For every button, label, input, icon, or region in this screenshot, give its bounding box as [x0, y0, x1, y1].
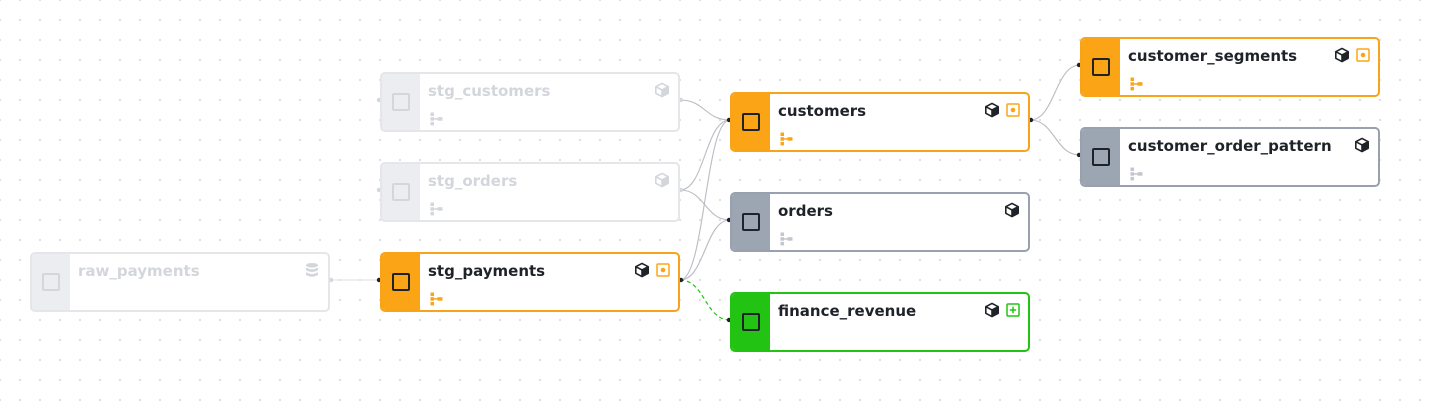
node-title: stg_customers	[428, 82, 551, 100]
lineage-icon[interactable]	[780, 232, 794, 246]
node-icons	[1334, 47, 1370, 63]
node-title: customers	[778, 102, 867, 120]
node-select-handle[interactable]	[1082, 39, 1120, 95]
node-icons	[984, 102, 1020, 118]
checkbox-icon[interactable]	[1092, 148, 1110, 166]
edge-stg-payments-to-customers	[679, 119, 731, 281]
node-select-handle[interactable]	[732, 194, 770, 250]
checkbox-icon[interactable]	[742, 213, 760, 231]
model-cube-icon	[654, 172, 670, 188]
node-raw-payments[interactable]: raw_payments	[30, 252, 330, 312]
modified-icon	[1006, 103, 1020, 117]
model-cube-icon	[1334, 47, 1350, 63]
checkbox-icon[interactable]	[392, 273, 410, 291]
node-select-handle[interactable]	[382, 254, 420, 310]
node-customer-order-pattern[interactable]: customer_order_pattern	[1080, 127, 1380, 187]
node-icons	[654, 172, 670, 188]
checkbox-icon[interactable]	[742, 113, 760, 131]
lineage-icon[interactable]	[430, 202, 444, 216]
lineage-icon[interactable]	[430, 292, 444, 306]
model-cube-icon	[1354, 137, 1370, 153]
node-title: customer_segments	[1128, 47, 1298, 65]
node-stg-orders[interactable]: stg_orders	[380, 162, 680, 222]
edge-stg-payments-to-finance-revenue	[679, 279, 731, 321]
model-cube-icon	[634, 262, 650, 278]
node-select-handle[interactable]	[382, 164, 420, 220]
edge-stg-customers-to-customers	[679, 99, 731, 121]
node-icons	[984, 302, 1020, 318]
checkbox-icon[interactable]	[392, 93, 410, 111]
node-stg-customers[interactable]: stg_customers	[380, 72, 680, 132]
node-select-handle[interactable]	[1082, 129, 1120, 185]
edge-stg-orders-to-customers	[679, 119, 731, 191]
node-icons	[1004, 202, 1020, 218]
modified-icon	[656, 263, 670, 277]
checkbox-icon[interactable]	[1092, 58, 1110, 76]
node-title: customer_order_pattern	[1128, 137, 1332, 155]
checkbox-icon[interactable]	[742, 313, 760, 331]
node-finance-revenue[interactable]: finance_revenue	[730, 292, 1030, 352]
edge-stg-orders-to-orders	[679, 189, 731, 221]
node-select-handle[interactable]	[382, 74, 420, 130]
node-select-handle[interactable]	[732, 94, 770, 150]
node-select-handle[interactable]	[32, 254, 70, 310]
node-orders[interactable]: orders	[730, 192, 1030, 252]
database-icon	[304, 262, 320, 279]
node-title: raw_payments	[78, 262, 200, 280]
node-title: stg_orders	[428, 172, 518, 190]
node-icons	[304, 262, 320, 279]
added-icon	[1006, 303, 1020, 317]
modified-icon	[1356, 48, 1370, 62]
checkbox-icon[interactable]	[42, 273, 60, 291]
node-select-handle[interactable]	[732, 294, 770, 350]
model-cube-icon	[654, 82, 670, 98]
node-stg-payments[interactable]: stg_payments	[380, 252, 680, 312]
edge-customers-to-customer-order-pattern	[1029, 119, 1081, 156]
node-icons	[634, 262, 670, 278]
lineage-icon[interactable]	[780, 132, 794, 146]
node-customers[interactable]: customers	[730, 92, 1030, 152]
edge-customers-to-customer-segments	[1029, 64, 1081, 121]
edge-stg-payments-to-orders	[679, 219, 731, 281]
model-cube-icon	[1004, 202, 1020, 218]
node-title: orders	[778, 202, 833, 220]
node-title: finance_revenue	[778, 302, 917, 320]
checkbox-icon[interactable]	[392, 183, 410, 201]
lineage-icon[interactable]	[1130, 77, 1144, 91]
node-icons	[654, 82, 670, 98]
lineage-icon[interactable]	[430, 112, 444, 126]
lineage-icon[interactable]	[1130, 167, 1144, 181]
model-cube-icon	[984, 102, 1000, 118]
node-customer-segments[interactable]: customer_segments	[1080, 37, 1380, 97]
model-cube-icon	[984, 302, 1000, 318]
node-title: stg_payments	[428, 262, 546, 280]
node-icons	[1354, 137, 1370, 153]
